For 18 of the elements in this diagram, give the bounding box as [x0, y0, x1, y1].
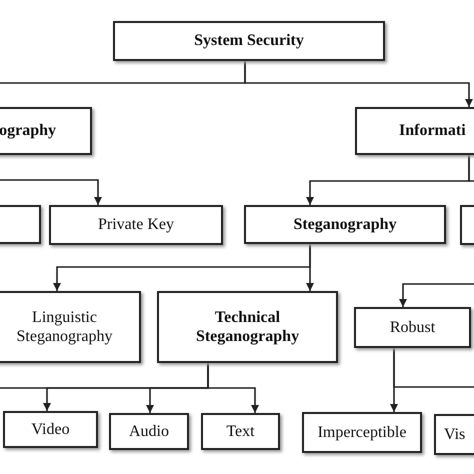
category-box: Steganography	[244, 205, 446, 244]
arrow	[306, 244, 314, 291]
category-box: Private Key	[49, 205, 223, 245]
category-box: Technical Steganography	[157, 291, 338, 363]
arrow	[207, 363, 259, 413]
category-box: ography	[0, 107, 92, 155]
category-box: Linguistic Steganography	[0, 291, 141, 363]
category-box: System Security	[113, 21, 385, 61]
connector-line	[393, 348, 474, 388]
category-box: Robust	[354, 307, 471, 348]
arrow	[244, 61, 473, 107]
category-box: Vis	[434, 414, 474, 455]
category-box: Video	[3, 411, 98, 448]
category-box: Imperceptible	[302, 412, 422, 453]
arrow	[399, 283, 474, 307]
category-box: Audio	[109, 413, 189, 450]
category-box: Informati	[355, 107, 474, 155]
category-box: Text	[201, 413, 280, 450]
